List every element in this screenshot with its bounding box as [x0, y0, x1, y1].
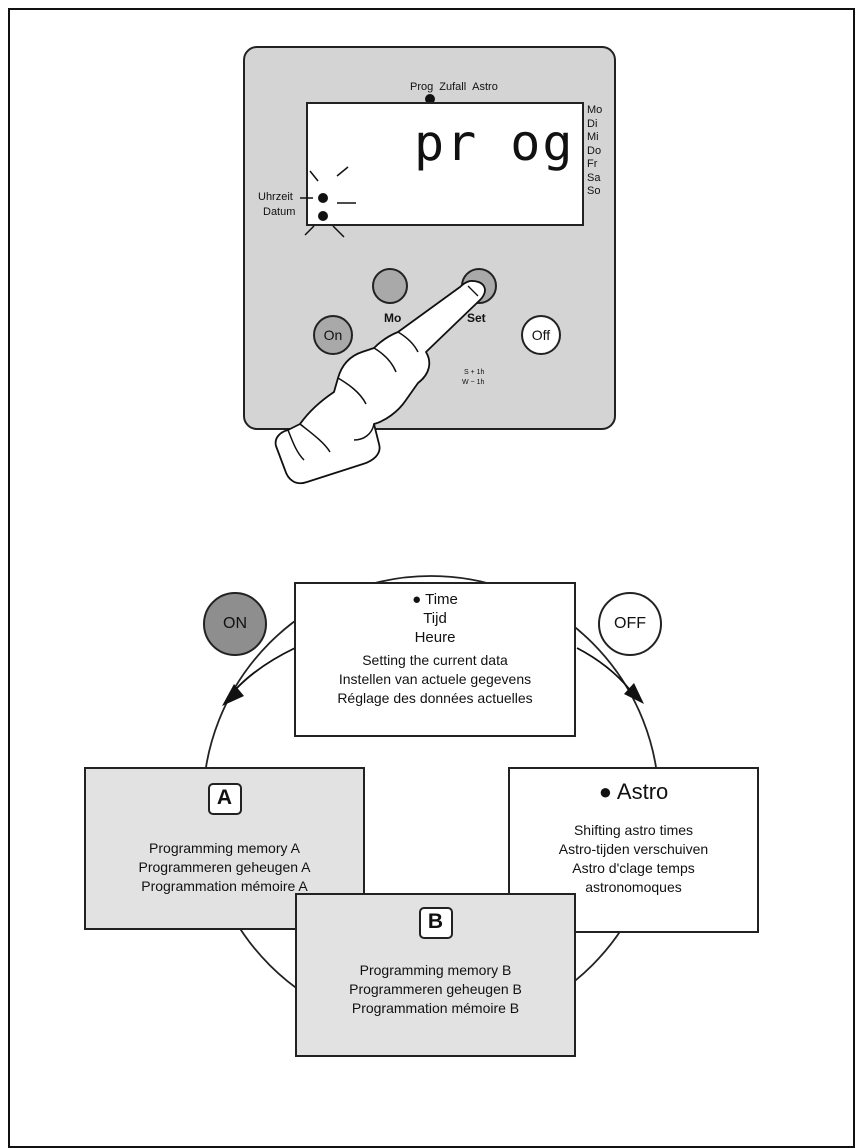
time-box-title: ● Time — [412, 591, 458, 608]
memory-a-line: Programming memory A — [149, 840, 300, 856]
off-button[interactable]: Off — [521, 315, 561, 355]
off-circle: OFF — [598, 592, 662, 656]
mode-button[interactable] — [372, 268, 408, 304]
time-indicator-dot — [318, 193, 328, 203]
time-box-line: Tijd — [423, 610, 447, 627]
time-box-desc: Instellen van actuele gegevens — [338, 671, 532, 687]
memory-b-line: Programmeren geheugen B — [349, 981, 522, 997]
day-label: Fr — [587, 158, 598, 170]
memory-b-line: Programmation mémoire B — [351, 1000, 520, 1016]
arrow-off-icon — [576, 647, 644, 704]
time-box-desc: Réglage des données actuelles — [337, 690, 533, 706]
astro-box-line: Shifting astro times — [573, 822, 694, 838]
astro-box-line: Astro d'clage temps — [572, 860, 695, 876]
arrow-on-icon — [222, 647, 296, 706]
on-circle: ON — [203, 592, 267, 656]
memory-a-box: A Programming memory A Programmeren gehe… — [84, 767, 365, 930]
memory-a-key: A — [207, 783, 242, 815]
mode-labels: Prog Zufall Astro — [410, 81, 498, 93]
dst-note-winter: W − 1h — [462, 379, 485, 386]
astro-box-line: astronomoques — [585, 879, 682, 895]
mode-label-astro: Astro — [472, 81, 498, 93]
day-label: So — [587, 185, 601, 197]
memory-a-line: Programmeren geheugen A — [138, 859, 311, 875]
day-label: Mo — [587, 104, 603, 116]
weekday-labels: Mo Di Mi Do Fr Sa So — [587, 104, 602, 199]
flash-marks — [300, 166, 356, 238]
day-label: Do — [587, 144, 602, 157]
prog-indicator-dot — [425, 94, 435, 104]
memory-b-line: Programming memory B — [359, 962, 512, 978]
memory-b-box: B Programming memory B Programmeren gehe… — [295, 893, 576, 1057]
dst-note-summer: S + 1h — [464, 369, 485, 376]
day-label: Mi — [587, 131, 599, 143]
time-box: ● Time Tijd Heure Setting the current da… — [294, 582, 576, 737]
lcd-text: pr og — [414, 114, 575, 172]
lcd-display — [306, 102, 584, 226]
on-button[interactable]: On — [313, 315, 353, 355]
astro-box-title: ● Astro — [598, 779, 669, 804]
label-date: Datum — [263, 206, 296, 218]
mode-button-label: Mo — [384, 311, 402, 325]
time-box-desc: Setting the current data — [362, 652, 508, 668]
set-button-label: Set — [467, 311, 486, 325]
date-indicator-dot — [318, 211, 328, 221]
time-box-line: Heure — [414, 629, 456, 646]
pointing-hand-icon — [274, 280, 486, 485]
day-label: Di — [587, 117, 598, 130]
mode-label-random: Zufall — [439, 81, 467, 93]
day-label: Sa — [587, 171, 601, 184]
mode-label-prog: Prog — [410, 81, 434, 93]
memory-b-key: B — [418, 907, 453, 939]
memory-a-line: Programmation mémoire A — [141, 878, 308, 894]
astro-box-line: Astro-tijden verschuiven — [558, 841, 709, 857]
label-time: Uhrzeit — [258, 191, 293, 203]
